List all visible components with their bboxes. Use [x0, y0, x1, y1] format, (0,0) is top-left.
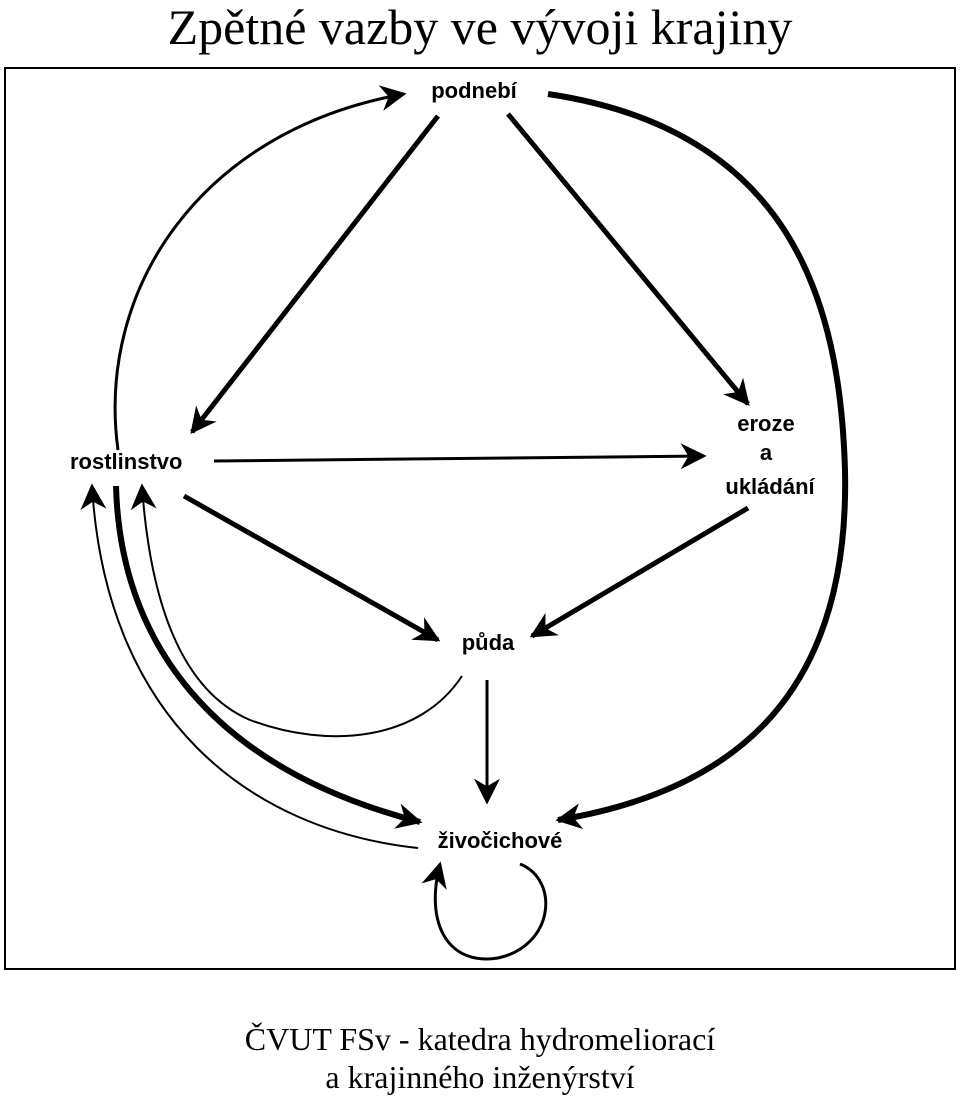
node-puda: půda	[462, 630, 515, 655]
footer-line-2: a krajinného inženýrství	[325, 1059, 635, 1095]
arrow-rostlinstvo-to-podnebi	[113, 85, 407, 451]
node-eroze: eroze	[737, 411, 794, 436]
footer-line-1: ČVUT FSv - katedra hydromeliorací	[244, 1021, 716, 1057]
diagram-frame	[4, 67, 956, 970]
node-zivocichove: živočichové	[438, 828, 563, 853]
node-rostlinstvo: rostlinstvo	[70, 449, 182, 474]
arrow-podnebi-to-eroze	[506, 112, 750, 407]
page-title: Zpětné vazby ve vývoji krajiny	[167, 0, 793, 55]
arrow-zivocichove-self-loop	[421, 861, 548, 961]
arrow-rostlinstvo-to-puda	[182, 493, 441, 643]
arrow-podnebi-to-rostlinstvo	[190, 114, 440, 435]
arrow-puda-to-rostlinstvo	[130, 483, 463, 738]
arrow-eroze-to-puda	[529, 505, 750, 639]
node-eroze-a: a	[760, 440, 773, 465]
arrow-podnebi-to-zivocichove	[547, 91, 849, 830]
arrow-rostlinstvo-to-eroze	[213, 443, 707, 470]
node-ukladani: ukládání	[725, 474, 815, 499]
arrow-zivocichove-to-rostlinstvo	[80, 483, 419, 849]
arrow-rostlinstvo-to-zivocichove	[113, 485, 423, 829]
node-podnebi: podnebí	[431, 78, 517, 103]
